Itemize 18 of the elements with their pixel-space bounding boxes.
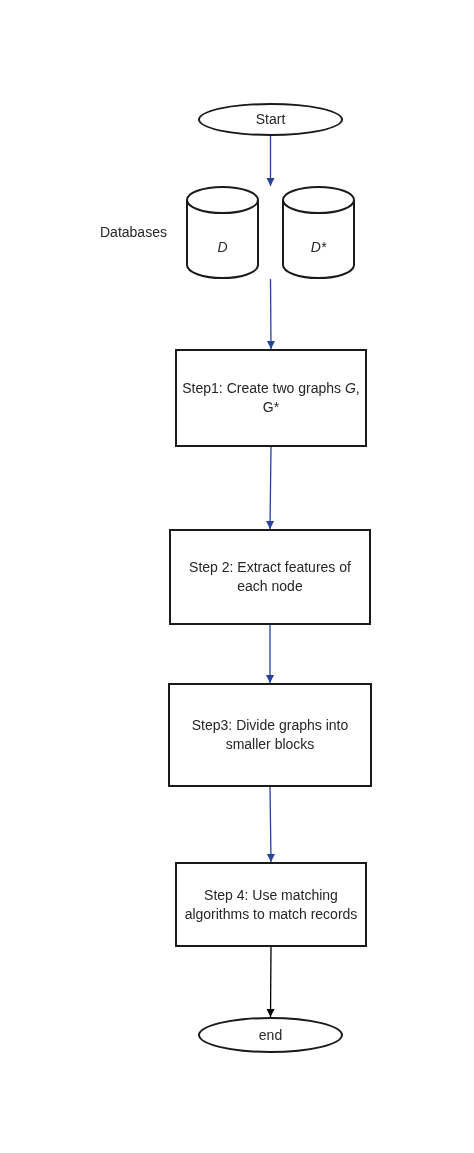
side-label: Databases [100, 223, 167, 241]
node-text: Start [255, 110, 286, 129]
process-box [175, 349, 367, 447]
step-text: Step 4: Use matching algorithms to match records [183, 885, 359, 924]
arrow [266, 946, 275, 1018]
node-text: end [258, 1025, 283, 1045]
arrow [266, 278, 275, 350]
node-text: D* [310, 238, 327, 257]
node-text: D [217, 238, 228, 257]
step-text: Step1: Create two graphs G, G* [182, 379, 360, 417]
arrow [266, 446, 275, 530]
process-box [169, 529, 371, 625]
process-box [168, 683, 372, 787]
arrow [266, 624, 274, 684]
process-box [175, 862, 367, 947]
step-text: Step 2: Extract features of each node [188, 558, 352, 596]
arrow [266, 786, 275, 863]
step-text: Step3: Divide graphs into smaller blocks [190, 716, 350, 754]
